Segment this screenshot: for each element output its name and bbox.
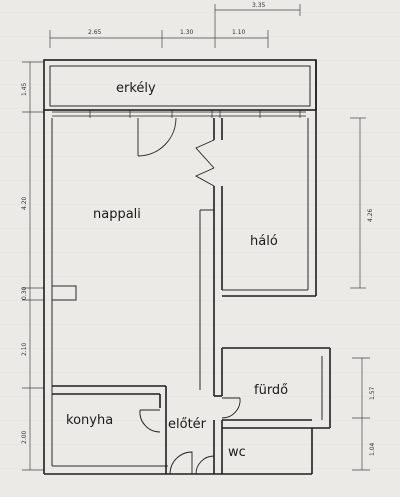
dim-right-2: 1.57 [369, 386, 376, 400]
room-label-bathroom: fürdő [254, 383, 288, 398]
room-label-kitchen: konyha [66, 413, 113, 428]
dim-left-5: 2.00 [21, 430, 28, 444]
dim-top-1: 2.65 [88, 29, 102, 36]
doors [137, 117, 241, 475]
dim-left-3: 0.30 [21, 286, 28, 300]
dim-left-2: 4.20 [21, 196, 28, 210]
dim-top-3: 1.10 [232, 29, 246, 36]
dim-top-2: 1.30 [180, 29, 194, 36]
dim-right-1: 4.26 [367, 208, 374, 222]
room-label-living: nappali [93, 207, 141, 222]
dim-right-3: 1.04 [369, 442, 376, 456]
room-label-hall: előtér [168, 417, 207, 432]
right-dimension-lines [350, 117, 370, 471]
top-dimension-lines [49, 4, 301, 48]
room-label-bedroom: háló [250, 234, 278, 249]
dim-top-4: 3.35 [252, 2, 266, 9]
room-label-balcony: erkély [116, 81, 156, 96]
room-label-wc: wc [228, 445, 246, 460]
left-dimension-lines [22, 61, 44, 471]
window-strip [52, 110, 306, 118]
outer-walls [43, 59, 331, 475]
dim-left-1: 1.45 [21, 82, 28, 96]
dim-left-4: 2.10 [21, 342, 28, 356]
interior-walls [52, 118, 312, 474]
